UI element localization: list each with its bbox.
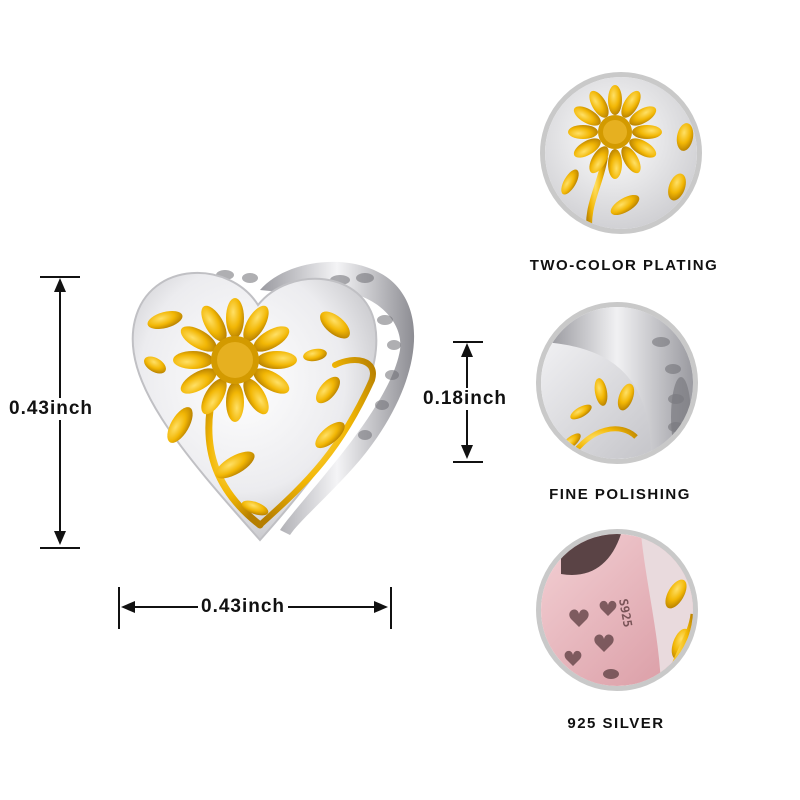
arrow-up-icon: [461, 343, 473, 357]
thickness-bottom-tick: [453, 461, 483, 463]
feature-label-two-color-plating: TWO-COLOR PLATING: [529, 257, 719, 274]
silver-stamp-closeup-icon: S925: [536, 529, 698, 691]
arrow-up-icon: [54, 278, 66, 292]
sunflower-closeup-icon: [540, 72, 702, 234]
polished-edge-closeup-icon: [536, 302, 698, 464]
arrow-down-icon: [54, 531, 66, 545]
arrow-left-icon: [121, 601, 135, 613]
height-top-tick: [40, 276, 80, 278]
height-label: 0.43inch: [6, 398, 97, 420]
arrow-down-icon: [461, 445, 473, 459]
width-left-tick: [118, 587, 120, 629]
feature-label-fine-polishing: FINE POLISHING: [549, 486, 691, 503]
thickness-top-tick: [453, 341, 483, 343]
height-bottom-tick: [40, 547, 80, 549]
width-right-tick: [390, 587, 392, 629]
feature-label-925-silver: 925 SILVER: [567, 715, 665, 732]
width-label: 0.43inch: [198, 596, 289, 618]
heart-charm-image: [110, 250, 440, 560]
arrow-right-icon: [374, 601, 388, 613]
thickness-label: 0.18inch: [420, 388, 511, 410]
